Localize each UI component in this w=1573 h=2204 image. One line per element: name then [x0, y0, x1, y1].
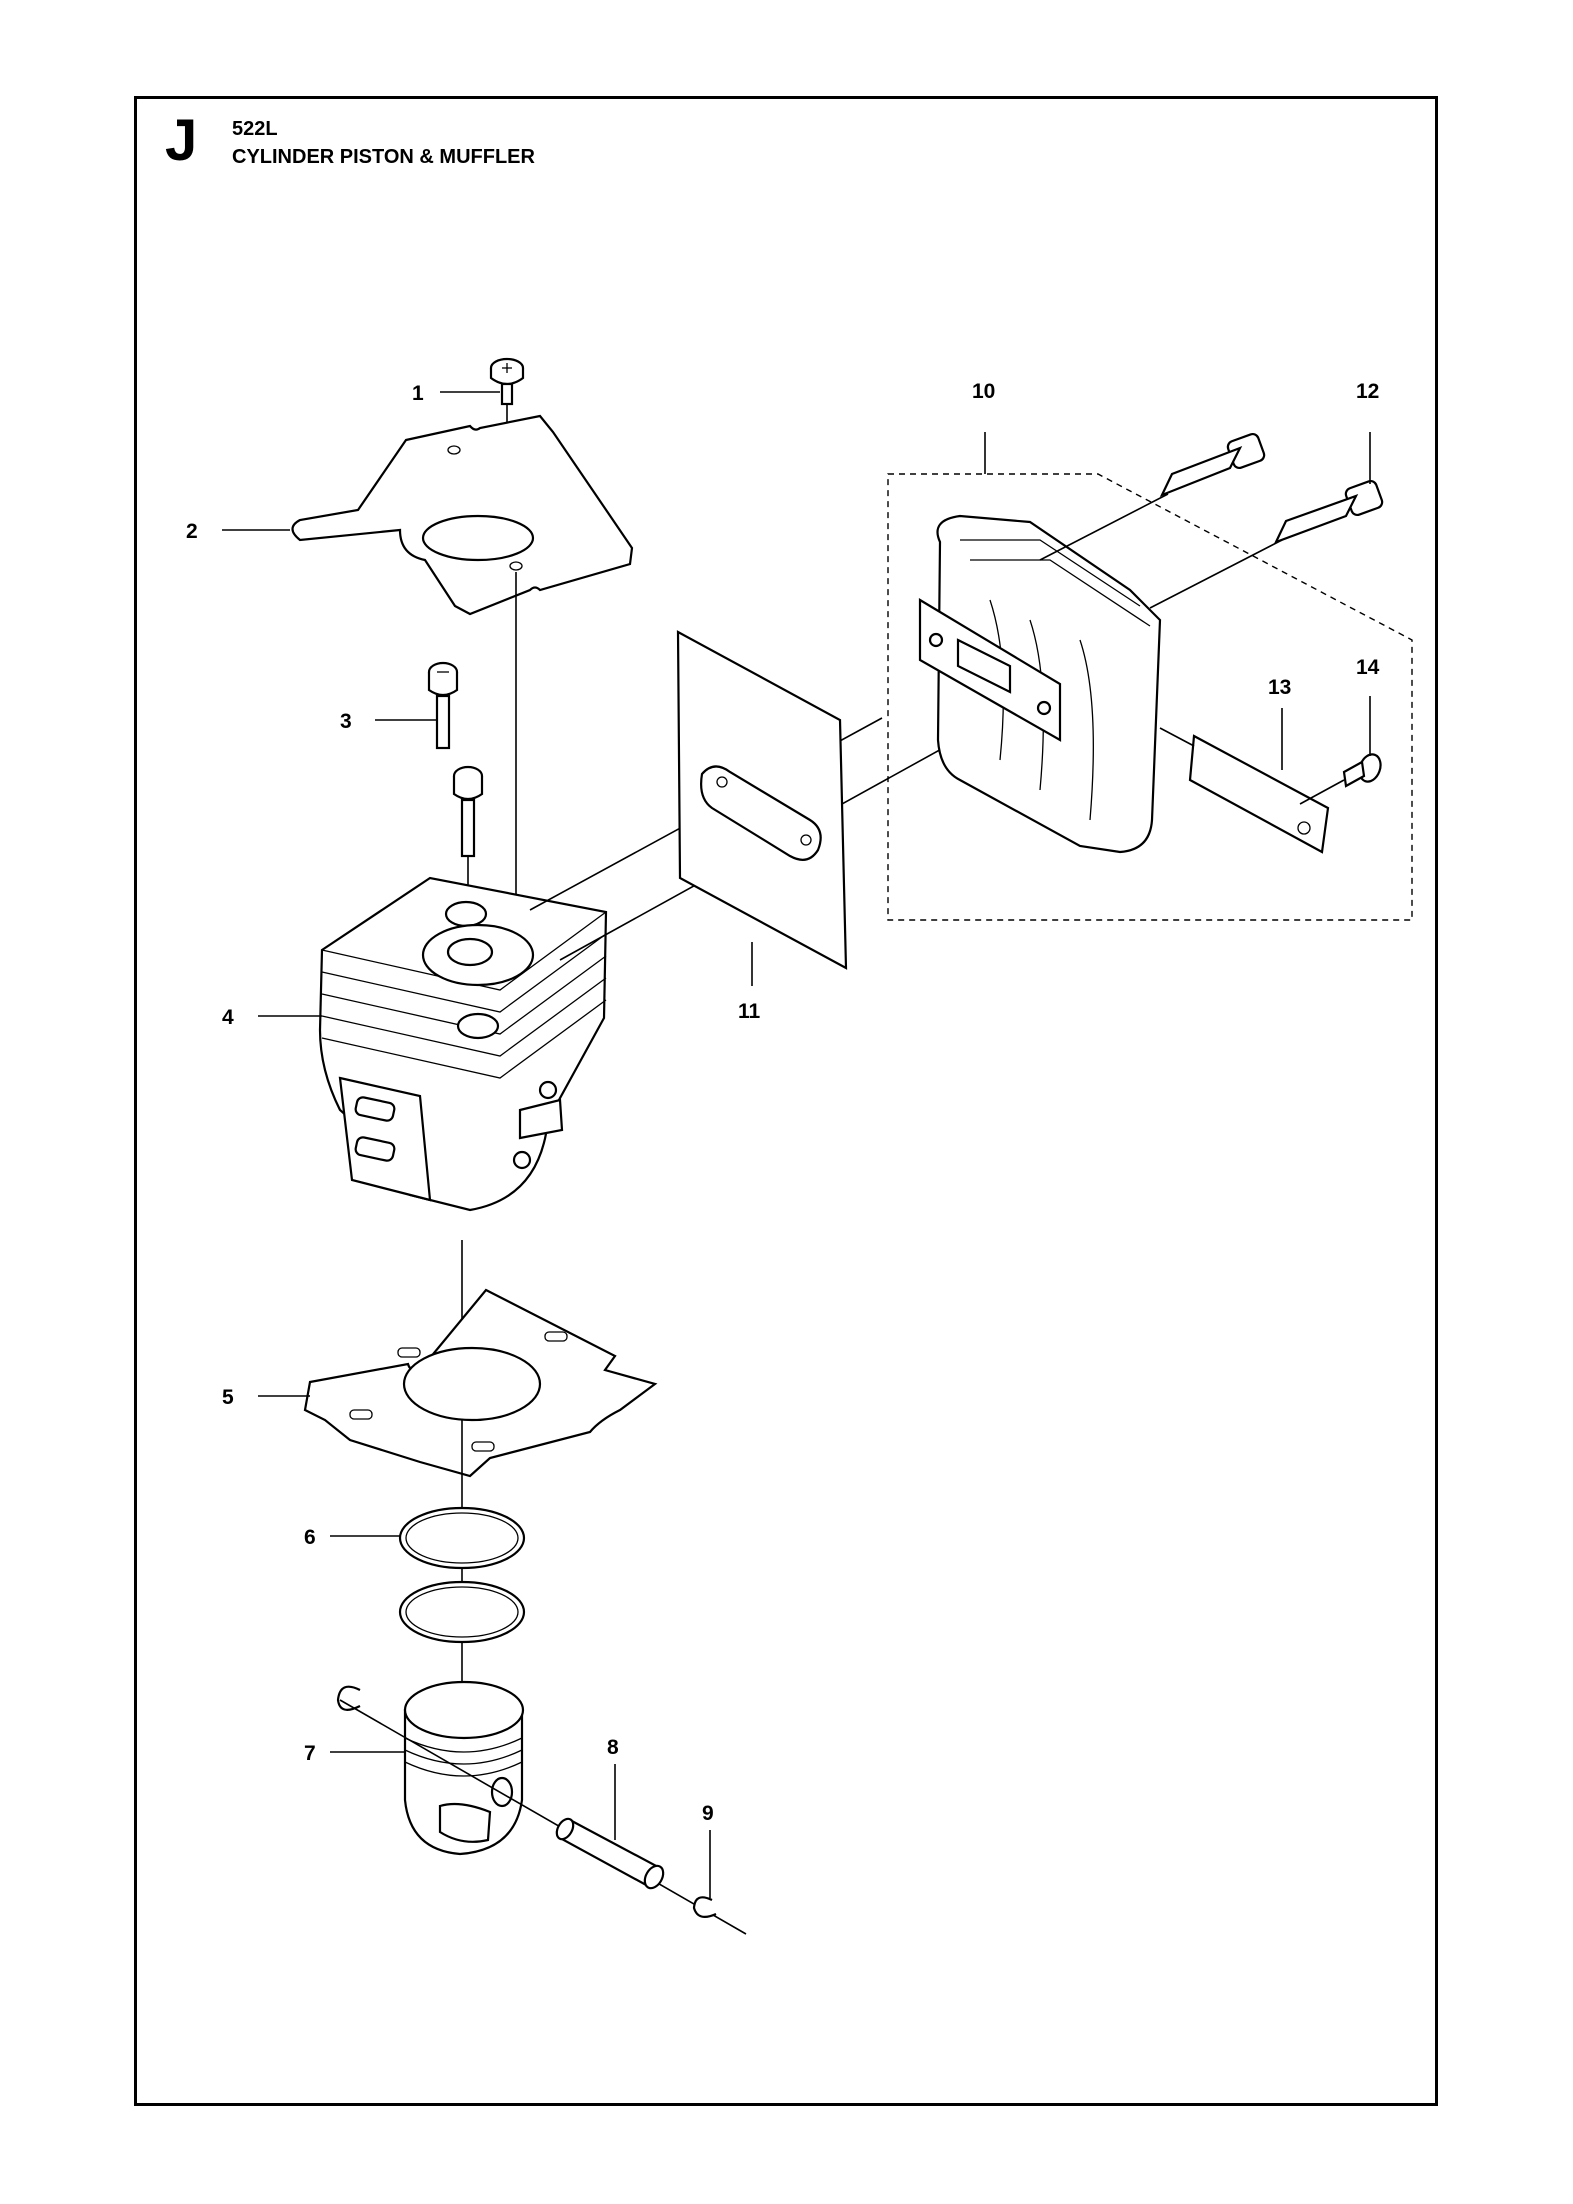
axis-line-plate: [1159, 727, 1195, 747]
part-12-bolt-lower: [1273, 479, 1384, 544]
diagram-title: CYLINDER PISTON & MUFFLER: [232, 146, 535, 168]
part-4-cylinder: [318, 876, 608, 1212]
part-5-base-gasket: [303, 1288, 658, 1478]
part-7-circlip: [336, 1685, 361, 1711]
part-9-circlip: [692, 1896, 717, 1919]
callout-7: 7: [304, 1742, 316, 1765]
part-11-muffler-gasket: [676, 630, 848, 970]
axis-line-bolt-upper: [1039, 493, 1169, 561]
callout-1: 1: [412, 382, 424, 405]
callout-4: 4: [222, 1006, 234, 1029]
callout-9: 9: [702, 1802, 714, 1825]
callout-14: 14: [1356, 656, 1380, 679]
part-14-screw: [1342, 753, 1382, 788]
page-frame: [134, 96, 1438, 2106]
part-2-gasket-plate: [291, 414, 634, 616]
callout-13: 13: [1268, 676, 1291, 699]
part-7-piston: [403, 1680, 525, 1856]
model-number: 522L: [232, 118, 278, 140]
callout-6: 6: [304, 1526, 316, 1549]
muffler-assembly-dashed-outline: [887, 473, 1413, 921]
part-8-piston-pin: [555, 1817, 665, 1890]
part-6-piston-rings: [398, 1506, 526, 1644]
callout-12: 12: [1356, 380, 1379, 403]
axis-line-screw-14: [1299, 779, 1345, 805]
part-3-screw-lower: [452, 765, 484, 858]
axis-line-bolt-lower: [1149, 539, 1283, 609]
callout-10: 10: [972, 380, 995, 403]
part-10-muffler: [918, 514, 1162, 854]
part-13-plate: [1188, 734, 1330, 854]
part-12-bolt-upper: [1159, 432, 1266, 498]
callout-2: 2: [186, 520, 198, 543]
part-3-screw-upper: [427, 661, 459, 750]
callout-8: 8: [607, 1736, 619, 1759]
part-1-screw: [489, 357, 525, 406]
callout-3: 3: [340, 710, 352, 733]
axis-line-piston-pin: [339, 1699, 747, 1935]
callout-5: 5: [222, 1386, 234, 1409]
callout-11: 11: [738, 1000, 761, 1023]
section-letter: J: [165, 108, 198, 173]
